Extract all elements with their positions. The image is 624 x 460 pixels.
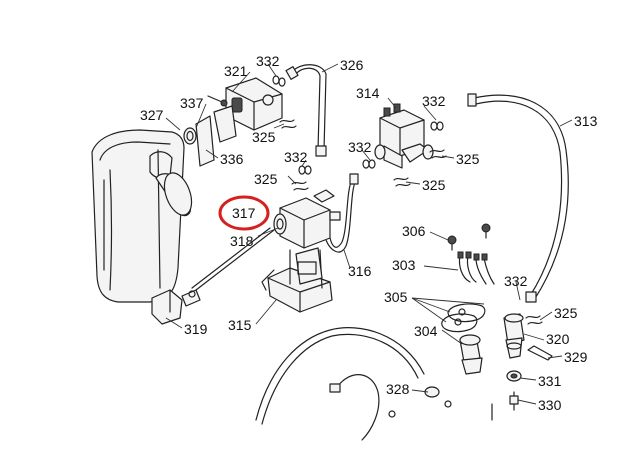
callout-313: 313 <box>574 113 598 129</box>
callout-319: 319 <box>184 321 208 337</box>
callout-318: 318 <box>230 233 254 249</box>
screw-part[interactable] <box>207 95 228 107</box>
callout-320: 320 <box>546 331 570 347</box>
callout-325: 325 <box>252 129 276 145</box>
part-330[interactable] <box>491 391 519 421</box>
callout-316: 316 <box>348 263 372 279</box>
callout-321: 321 <box>224 63 248 79</box>
bottom-hose-arc <box>255 327 425 425</box>
callout-325: 325 <box>456 151 480 167</box>
hose-326-part[interactable] <box>285 64 327 157</box>
callout-330: 330 <box>538 397 562 413</box>
callout-304: 304 <box>414 323 438 339</box>
callout-332: 332 <box>504 273 528 289</box>
pump-317-part[interactable] <box>273 189 341 249</box>
clips-325-part[interactable] <box>279 119 543 325</box>
ring-331-part[interactable] <box>506 370 522 382</box>
solenoid-valve-314-part[interactable] <box>374 103 434 169</box>
screws-306-part[interactable] <box>447 223 491 251</box>
callout-329: 329 <box>564 349 588 365</box>
callout-306: 306 <box>402 223 426 239</box>
callout-325: 325 <box>554 305 578 321</box>
filter-319-part[interactable] <box>151 289 201 325</box>
callout-332: 332 <box>422 93 446 109</box>
callout-315: 315 <box>228 317 252 333</box>
callout-332: 332 <box>256 53 280 69</box>
hose-316-part[interactable] <box>325 173 359 253</box>
callout-327: 327 <box>140 107 164 123</box>
water-tank-part[interactable] <box>91 129 197 303</box>
gaskets-305-part[interactable] <box>441 303 486 333</box>
leader-lines <box>165 63 573 405</box>
callout-317: 317 <box>232 205 256 221</box>
callout-314: 314 <box>356 85 380 101</box>
pump-support-315-part[interactable] <box>261 247 333 313</box>
callout-325: 325 <box>422 177 446 193</box>
cable-328-part[interactable] <box>329 374 452 441</box>
callout-336: 336 <box>220 151 244 167</box>
callout-325: 325 <box>254 171 278 187</box>
callout-305: 305 <box>384 289 408 305</box>
callout-332: 332 <box>284 149 308 165</box>
wires-303-part[interactable] <box>457 251 495 285</box>
clip-329-part[interactable] <box>527 345 553 361</box>
valve-connector-part[interactable] <box>213 77 283 143</box>
callout-331: 331 <box>538 373 562 389</box>
hose-313-part[interactable] <box>467 93 569 303</box>
callout-326: 326 <box>340 57 364 73</box>
highlight-circle <box>218 195 270 231</box>
callout-337: 337 <box>180 95 204 111</box>
callout-328: 328 <box>386 381 410 397</box>
callout-332: 332 <box>348 139 372 155</box>
callout-labels: 321 332 326 314 332 313 327 337 325 336 … <box>140 53 598 413</box>
callout-303: 303 <box>392 257 416 273</box>
pump-rod-318-part[interactable] <box>191 227 275 291</box>
o-ring-part[interactable] <box>183 127 197 145</box>
flowmeter-304-part[interactable] <box>459 334 483 375</box>
bracket-part[interactable] <box>195 115 215 167</box>
fitting-320-part[interactable] <box>503 313 525 359</box>
